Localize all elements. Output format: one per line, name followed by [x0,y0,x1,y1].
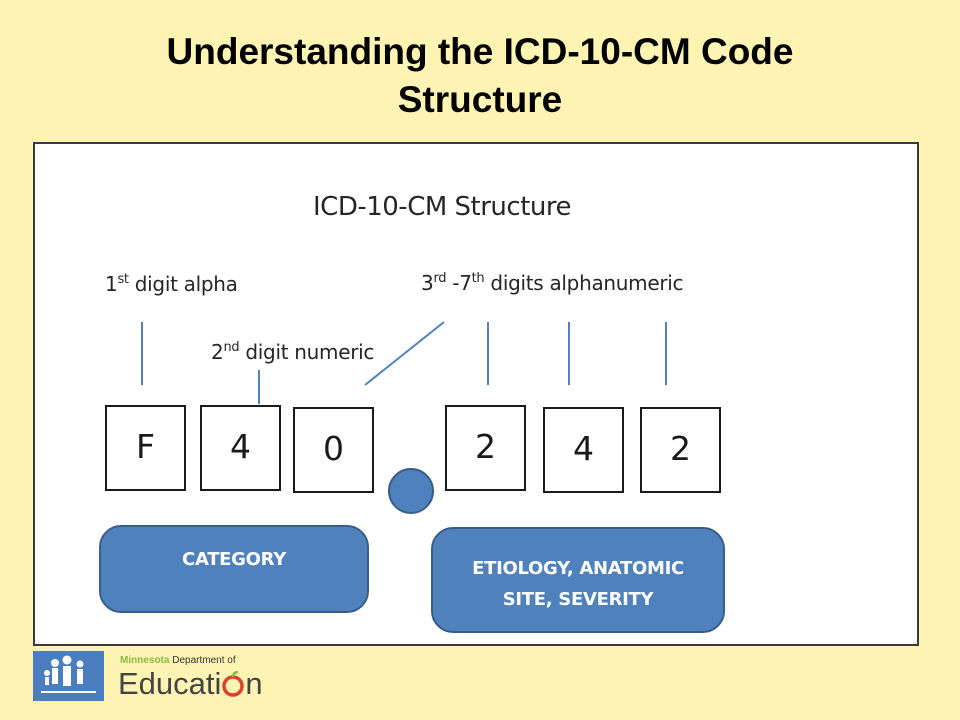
seventh-digit-suffix: th [471,271,485,286]
third-to-seventh-text: digits alphanumeric [484,271,684,295]
second-digit-label: 2nd digit numeric [211,340,374,364]
second-digit-text: digit numeric [239,340,375,364]
seventh-digit-ordinal: -7 [446,271,472,295]
second-digit-suffix: nd [223,340,240,355]
diagram-heading: ICD-10-CM Structure [313,192,572,222]
code-char-2: 4 [200,405,281,491]
third-to-seventh-label: 3rd -7th digits alphanumeric [421,271,684,295]
connector-lines [141,321,667,404]
code-char-1: F [105,405,186,491]
etiology-label-line1: ETIOLOGY, ANATOMIC [472,558,684,579]
family-figures-icon [41,655,96,693]
code-char-6: 2 [640,407,721,493]
second-digit-ordinal: 2 [211,340,224,364]
first-digit-ordinal: 1 [105,272,118,296]
category-pill: CATEGORY [99,525,369,613]
apple-o-icon [222,670,245,697]
first-digit-label: 1st digit alpha [105,272,238,296]
department-name: Minnesota Department of [120,655,236,666]
decimal-point-dot [388,468,434,514]
third-digit-ordinal: 3 [421,271,434,295]
education-wordmark-b: n [245,666,263,701]
code-char-5: 4 [543,407,624,493]
etiology-label-line2: SITE, SEVERITY [502,589,654,610]
connector-third-digit [364,321,445,386]
third-digit-suffix: rd [433,271,447,286]
first-digit-text: digit alpha [128,272,238,296]
slide-title: Understanding the ICD-10-CM Code Structu… [166,31,794,120]
code-char-4: 2 [445,405,526,491]
etiology-pill: ETIOLOGY, ANATOMIC SITE, SEVERITY [431,527,725,633]
first-digit-suffix: st [117,272,129,287]
education-wordmark-a: Educati [118,666,222,701]
education-wordmark: Educati n [118,666,263,702]
icd-structure-diagram: ICD-10-CM Structure 1st digit alpha 2nd … [33,142,919,646]
department-brand: Minnesota [120,655,170,666]
department-rest: Department of [169,655,236,666]
category-label: CATEGORY [182,549,286,570]
dhs-logo [33,651,104,701]
code-char-3: 0 [293,407,374,493]
